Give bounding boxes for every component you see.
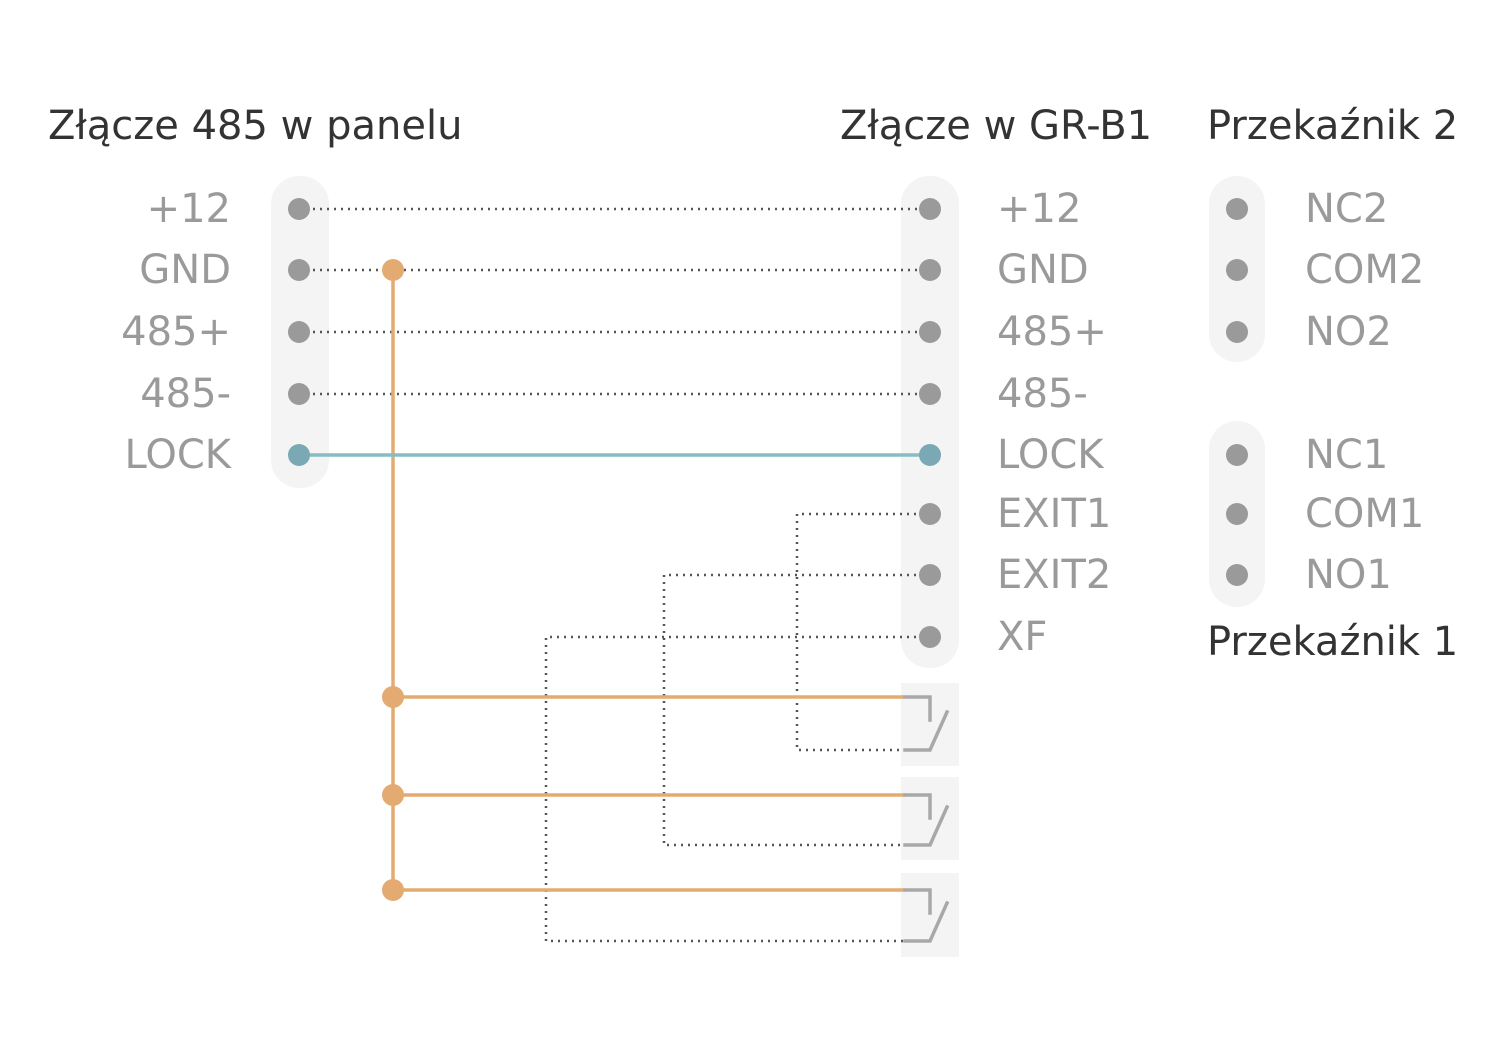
relay2-pin-nc2 xyxy=(1226,198,1248,220)
relay2-pin-label: NC2 xyxy=(1305,186,1389,232)
grb1-pin-xf xyxy=(919,626,941,648)
panel-pin-gnd xyxy=(288,259,310,281)
switch-symbol-xf xyxy=(903,888,932,915)
grb1-pin-gnd xyxy=(919,259,941,281)
gnd-junction xyxy=(382,784,404,806)
grb1-pin-label: 485- xyxy=(997,371,1088,417)
panel-pin-485-minus xyxy=(288,383,310,405)
panel-pin-12v xyxy=(288,198,310,220)
grb1-pin-485-plus xyxy=(919,321,941,343)
grb1-pin-label: +12 xyxy=(997,186,1082,232)
panel-pin-485-plus xyxy=(288,321,310,343)
relay1-pin-nc1 xyxy=(1226,444,1248,466)
relay1-pin-no1 xyxy=(1226,564,1248,586)
grb1-pin-exit1 xyxy=(919,503,941,525)
wire-exit2 xyxy=(662,573,930,847)
relay1-pin-label: NC1 xyxy=(1305,432,1389,478)
grb1-pin-label: EXIT1 xyxy=(997,491,1112,537)
grb1-connector-block xyxy=(901,176,959,668)
gnd-junction xyxy=(382,686,404,708)
switch-symbol-exit1 xyxy=(903,709,950,752)
grb1-pin-label: LOCK xyxy=(997,432,1104,478)
grb1-pin-label: XF xyxy=(997,614,1048,660)
relay1-pin-label: NO1 xyxy=(1305,552,1392,598)
relay2-pin-com2 xyxy=(1226,259,1248,281)
switch-symbol-exit1 xyxy=(903,695,932,722)
switch-symbol-xf xyxy=(903,900,950,943)
switch-block-xf xyxy=(901,873,959,957)
panel-pin-lock xyxy=(288,444,310,466)
switch-symbol-exit2 xyxy=(903,804,950,847)
relay2-title: Przekaźnik 2 xyxy=(1207,103,1459,149)
panel-connector-title: Złącze 485 w panelu xyxy=(48,103,463,149)
relay1-pin-label: COM1 xyxy=(1305,491,1425,537)
panel-pin-label: LOCK xyxy=(124,432,231,478)
relay2-pin-no2 xyxy=(1226,321,1248,343)
grb1-pin-label: 485+ xyxy=(997,309,1107,355)
panel-pin-label: +12 xyxy=(146,186,231,232)
panel-pin-label: GND xyxy=(139,247,231,293)
grb1-pin-label: EXIT2 xyxy=(997,552,1112,598)
relay1-pin-com1 xyxy=(1226,503,1248,525)
relay1-title: Przekaźnik 1 xyxy=(1207,619,1459,665)
grb1-connector-title: Złącze w GR-B1 xyxy=(840,103,1153,149)
switch-symbol-exit2 xyxy=(903,793,932,820)
gnd-junction xyxy=(382,259,404,281)
wire-xf xyxy=(544,635,930,943)
panel-pin-label: 485+ xyxy=(121,309,231,355)
grb1-pin-label: GND xyxy=(997,247,1089,293)
panel-pin-label: 485- xyxy=(140,371,231,417)
relay2-pin-label: NO2 xyxy=(1305,309,1392,355)
grb1-pin-exit2 xyxy=(919,564,941,586)
grb1-pin-485-minus xyxy=(919,383,941,405)
grb1-pin-12v xyxy=(919,198,941,220)
gnd-junction xyxy=(382,879,404,901)
grb1-pin-lock xyxy=(919,444,941,466)
relay2-pin-label: COM2 xyxy=(1305,247,1425,293)
